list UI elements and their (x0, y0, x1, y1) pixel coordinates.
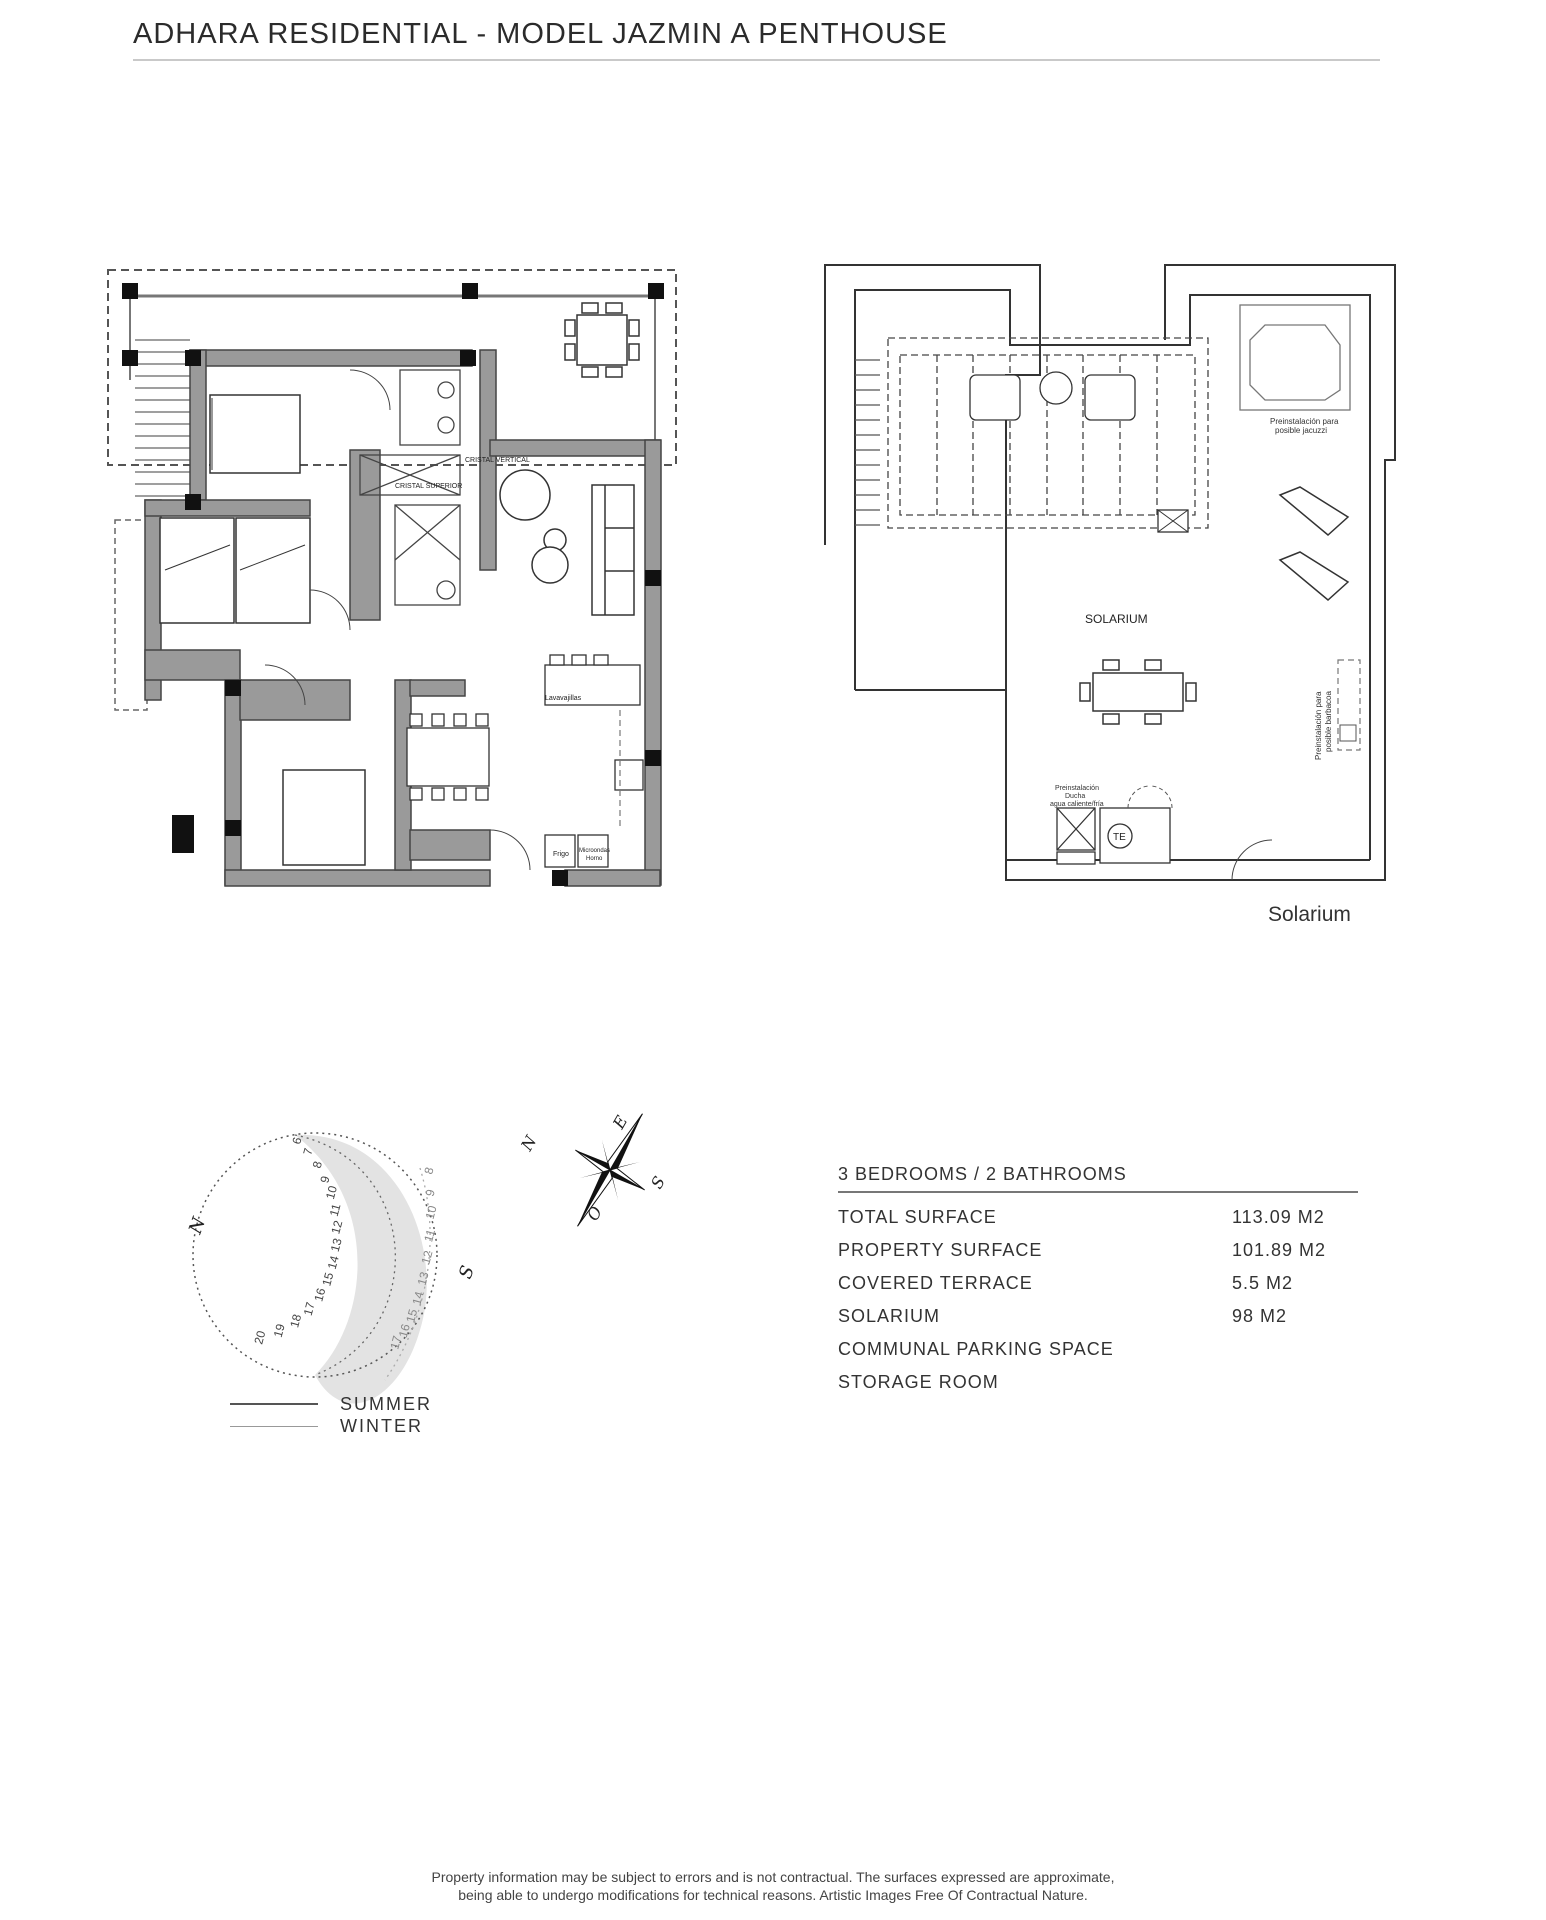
ducha-note-3: agua caliente/fría (1050, 801, 1104, 808)
summer-hour-19: 19 (271, 1322, 288, 1339)
solarium-room-label: SOLARIUM (1085, 612, 1148, 626)
sun-south-label: S (455, 1263, 479, 1282)
spec-name: COVERED TERRACE (838, 1273, 1033, 1293)
summer-hour-11: 11 (327, 1202, 344, 1218)
compass-n-label: N (517, 1132, 541, 1155)
label-horno: Horno (586, 856, 603, 862)
summer-legend-line (230, 1403, 318, 1405)
specs-panel: 3 BEDROOMS / 2 BATHROOMS TOTAL SURFACE 1… (838, 1164, 1358, 1392)
specs-heading: 3 BEDROOMS / 2 BATHROOMS (838, 1164, 1358, 1193)
summer-legend-label: SUMMER (340, 1393, 432, 1414)
winter-legend-line (230, 1425, 318, 1427)
page-title: ADHARA RESIDENTIAL - MODEL JAZMIN A PENT… (133, 18, 948, 50)
spec-row: COVERED TERRACE 5.5 M2 (838, 1273, 1358, 1293)
summer-hour-7: 7 (300, 1146, 315, 1156)
disclaimer-line-2: being able to undergo modifications for … (458, 1887, 1088, 1903)
summer-hour-14: 14 (325, 1254, 342, 1271)
winter-hour-13: 13 (415, 1270, 432, 1287)
winter-hour-9: 9 (423, 1188, 438, 1198)
solarium-caption: Solarium (1268, 903, 1351, 926)
label-frigo: Frigo (553, 851, 569, 858)
label-cristal-superior: CRISTAL SUPERIOR (395, 483, 462, 490)
winter-hour-10: 10 (423, 1204, 440, 1221)
summer-hour-17: 17 (301, 1300, 318, 1317)
compass-e-label: E (609, 1112, 632, 1133)
summer-hour-10: 10 (323, 1184, 340, 1201)
label-cristal-vertical: CRISTAL VERTICAL (465, 457, 530, 464)
spec-name: TOTAL SURFACE (838, 1207, 997, 1227)
summer-hour-8: 8 (310, 1159, 325, 1169)
spec-row: SOLARIUM 98 M2 (838, 1306, 1358, 1326)
jacuzzi-note-2: posible jacuzzi (1275, 426, 1327, 435)
spec-value: 113.09 M2 (1232, 1207, 1325, 1227)
label-lavavajillas: Lavavajillas (545, 695, 582, 702)
summer-hour-6: 6 (289, 1135, 304, 1145)
spec-name: SOLARIUM (838, 1306, 941, 1326)
winter-hour-8: 8 (421, 1165, 436, 1175)
spec-row: COMMUNAL PARKING SPACE (838, 1339, 1358, 1359)
floor-plan: CRISTAL VERTICAL CRISTAL SUPERIOR Lavava… (107, 269, 677, 887)
summer-hour-12: 12 (328, 1219, 345, 1236)
summer-hour-13: 13 (328, 1236, 345, 1253)
barbacoa-note-2: posible barbacoa (1324, 691, 1333, 752)
spec-value (1232, 1339, 1358, 1358)
ducha-note-2: Ducha (1065, 793, 1085, 800)
winter-hour-17: 17 (387, 1334, 404, 1351)
spec-name: PROPERTY SURFACE (838, 1240, 1043, 1260)
te-label: TE (1113, 832, 1126, 843)
winter-hour-11: 11 (421, 1227, 438, 1243)
jacuzzi-note-1: Preinstalación para (1270, 417, 1339, 426)
sun-legend: SUMMER WINTER (230, 1393, 432, 1437)
sun-north-label: N (185, 1214, 211, 1238)
compass-o-label: O (583, 1203, 606, 1224)
winter-hour-16: 16 (396, 1322, 413, 1339)
winter-hour-12: 12 (419, 1249, 436, 1266)
spec-name: COMMUNAL PARKING SPACE (838, 1339, 1114, 1359)
spec-row: TOTAL SURFACE 113.09 M2 (838, 1207, 1358, 1227)
spec-value (1232, 1372, 1358, 1391)
label-microondas: Microondas (579, 848, 610, 854)
summer-hour-20: 20 (251, 1329, 268, 1346)
barbacoa-note-1: Preinstalación para (1314, 691, 1323, 760)
header-divider (133, 59, 1380, 61)
spec-row: PROPERTY SURFACE 101.89 M2 (838, 1240, 1358, 1260)
compass-rose (575, 1113, 645, 1227)
winter-legend-label: WINTER (340, 1415, 423, 1436)
disclaimer-line-1: Property information may be subject to e… (431, 1869, 1115, 1885)
winter-hour-14: 14 (410, 1290, 427, 1307)
summer-hour-18: 18 (287, 1312, 304, 1329)
summer-hour-9: 9 (317, 1174, 332, 1184)
disclaimer: Property information may be subject to e… (0, 1868, 1546, 1904)
spec-row: STORAGE ROOM (838, 1372, 1358, 1392)
winter-hour-15: 15 (403, 1307, 420, 1324)
summer-hour-15: 15 (319, 1271, 336, 1288)
spec-value: 98 M2 (1232, 1306, 1288, 1326)
spec-value: 5.5 M2 (1232, 1273, 1294, 1293)
ducha-note-1: Preinstalación (1055, 785, 1099, 792)
spec-name: STORAGE ROOM (838, 1372, 999, 1392)
solarium-plan: SOLARIUM Preinstalación para posible jac… (824, 264, 1396, 881)
summer-hour-16: 16 (311, 1286, 328, 1303)
compass-s-label: S (647, 1173, 669, 1192)
spec-value: 101.89 M2 (1232, 1240, 1327, 1260)
